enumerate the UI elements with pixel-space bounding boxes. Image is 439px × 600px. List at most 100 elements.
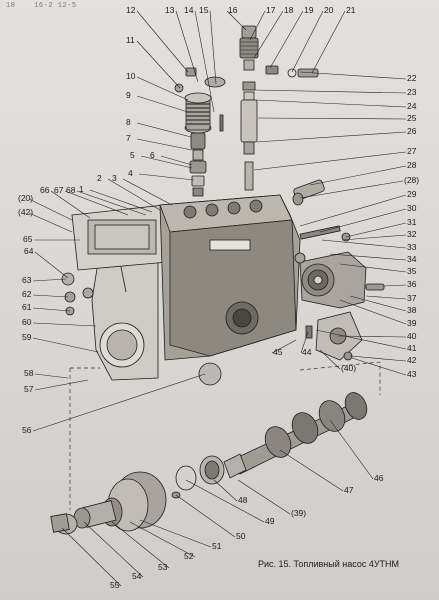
callout-36: 36 xyxy=(383,279,417,289)
leader-line xyxy=(76,190,147,216)
leader-line xyxy=(237,479,291,515)
callout-label: 39 xyxy=(407,318,417,328)
leader-line xyxy=(28,212,73,233)
leader-line xyxy=(321,239,407,249)
leader-line xyxy=(175,10,199,83)
callout-4: 4 xyxy=(128,168,195,181)
leader-line xyxy=(329,419,374,480)
leader-line xyxy=(50,190,91,219)
callout-52: 52 xyxy=(129,521,196,561)
callout-label: 8 xyxy=(126,117,131,127)
leader-line xyxy=(32,294,69,298)
leader-line xyxy=(349,355,407,362)
callout-label: 37 xyxy=(407,293,417,303)
leader-line xyxy=(136,138,193,151)
callout-51: 51 xyxy=(139,519,222,551)
callout-label: 31 xyxy=(407,217,417,227)
callout-label: 48 xyxy=(238,495,248,505)
callout-54: 54 xyxy=(83,521,144,581)
callout-label: 19 xyxy=(304,5,314,15)
callout-67: 67 xyxy=(54,185,129,216)
leader-line xyxy=(34,379,89,391)
callout-label: 16 xyxy=(228,5,238,15)
callout-49: 49 xyxy=(185,479,275,526)
leader-line xyxy=(89,189,153,213)
leader-line xyxy=(345,222,407,238)
leader-line xyxy=(351,357,407,376)
leader-line xyxy=(32,307,71,312)
callout-label: 1 xyxy=(79,184,84,194)
callout-21: 21 xyxy=(311,5,356,74)
leader-line xyxy=(253,10,284,59)
callout-20: 20 xyxy=(291,5,334,73)
callout-33: 33 xyxy=(321,239,417,252)
callout-label: 7 xyxy=(126,133,131,143)
callout-label: 17 xyxy=(266,5,276,15)
leader-line xyxy=(32,322,97,327)
callout-label: 28 xyxy=(407,160,417,170)
callout-58: 58 xyxy=(24,368,69,379)
callout-label: 50 xyxy=(236,531,246,541)
callout-p40p: (40) xyxy=(319,349,356,373)
leader-line xyxy=(341,234,407,241)
callout-label: 65 xyxy=(23,234,33,244)
callout-56: 56 xyxy=(22,373,206,435)
leader-line xyxy=(311,10,346,74)
callout-label: (20) xyxy=(18,193,33,203)
leader-line xyxy=(309,165,407,186)
callout-48: 48 xyxy=(213,479,248,505)
leader-line xyxy=(83,521,144,578)
callout-1: 1 xyxy=(79,184,153,213)
callout-68: 68 xyxy=(66,185,147,216)
leader-line xyxy=(319,349,341,370)
callout-60: 60 xyxy=(22,317,97,327)
callout-57: 57 xyxy=(24,379,89,394)
callout-label: 4 xyxy=(128,168,133,178)
callout-p20p: (20) xyxy=(18,193,73,221)
callout-label: 52 xyxy=(184,551,194,561)
leader-line xyxy=(271,339,297,354)
callout-label: 20 xyxy=(324,5,334,15)
camshaft xyxy=(223,392,368,479)
callout-14: 14 xyxy=(184,5,215,113)
leader-line xyxy=(32,278,67,282)
callout-2: 2 xyxy=(97,173,161,211)
callout-label: 47 xyxy=(344,485,354,495)
leader-line xyxy=(136,40,181,89)
callout-label: 26 xyxy=(407,126,417,136)
leader-line xyxy=(256,131,407,143)
callout-44: 44 xyxy=(300,331,312,357)
axis-lines xyxy=(69,361,381,510)
callout-66: 66 xyxy=(40,185,91,219)
callout-65: 65 xyxy=(23,234,80,244)
callout-label: 15 xyxy=(199,5,209,15)
callout-p39p: (39) xyxy=(237,479,306,518)
leader-line xyxy=(365,295,407,300)
callout-34: 34 xyxy=(329,253,417,264)
callout-41: 41 xyxy=(315,329,417,353)
leader-line xyxy=(329,253,407,261)
callout-53: 53 xyxy=(111,521,170,572)
callout-25: 25 xyxy=(257,113,417,123)
governor-cover xyxy=(294,225,385,361)
callout-9: 9 xyxy=(126,90,189,113)
leader-line xyxy=(279,449,344,492)
callout-label: 62 xyxy=(22,289,32,299)
callout-30: 30 xyxy=(319,203,417,233)
callout-10: 10 xyxy=(126,71,189,101)
leader-line xyxy=(383,284,407,287)
delivery-valve-assembly xyxy=(239,25,325,206)
callout-label: 45 xyxy=(273,347,283,357)
callout-47: 47 xyxy=(279,449,354,495)
leader-line xyxy=(349,295,407,312)
callout-label: 56 xyxy=(22,425,32,435)
leader-line xyxy=(32,337,99,353)
callout-16: 16 xyxy=(226,5,247,31)
callout-label: 14 xyxy=(184,5,194,15)
callout-label: 6 xyxy=(150,150,155,160)
callout-label: 24 xyxy=(407,101,417,111)
leader-line xyxy=(140,155,193,169)
callout-22: 22 xyxy=(299,71,417,83)
